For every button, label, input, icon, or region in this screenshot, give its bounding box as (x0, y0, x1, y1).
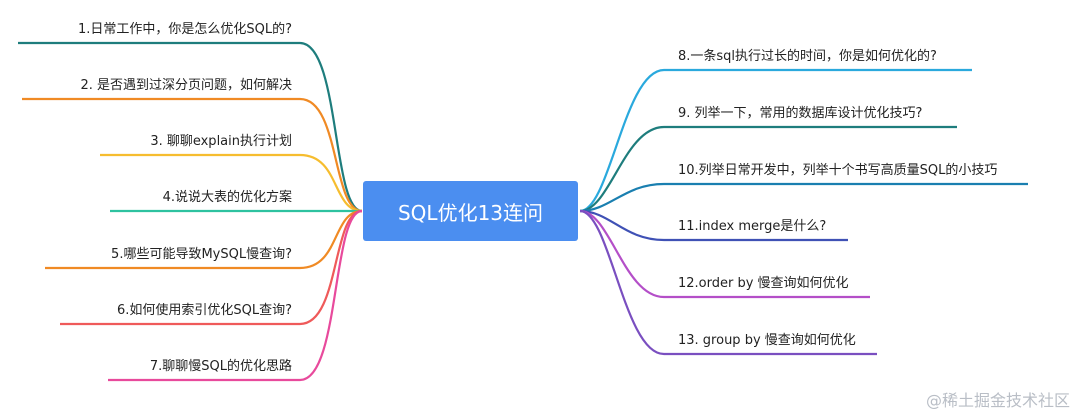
branch-label-right[interactable]: 11.index merge是什么? (678, 219, 827, 234)
branch-label-left[interactable]: 1.日常工作中，你是怎么优化SQL的? (77, 22, 292, 37)
branch-connector-right (579, 125, 957, 213)
branch-label-right[interactable]: 8.一条sql执行过长的时间，你是如何优化的? (678, 49, 937, 64)
branch-label-left[interactable]: 3. 聊聊explain执行计划 (150, 134, 292, 149)
branch-label-left[interactable]: 4.说说大表的优化方案 (162, 190, 292, 205)
center-topic[interactable]: SQL优化13连问 (363, 181, 578, 241)
branch-connector-left (22, 97, 363, 213)
branch-label-left[interactable]: 5.哪些可能导致MySQL慢查询? (111, 247, 292, 262)
branch-connector-right (579, 182, 1028, 213)
branch-label-left[interactable]: 6.如何使用索引优化SQL查询? (116, 303, 292, 318)
center-topic-label: SQL优化13连问 (397, 200, 544, 225)
branch-label-right[interactable]: 10.列举日常开发中，列举十个书写高质量SQL的小技巧 (678, 163, 998, 178)
branch-connector-left (60, 209, 363, 326)
branch-label-left[interactable]: 7.聊聊慢SQL的优化思路 (149, 359, 292, 374)
branch-connector-left (100, 153, 363, 213)
watermark-text: @稀土掘金技术社区 (925, 391, 1070, 410)
branch-connector-left (45, 209, 363, 270)
branch-connector-right (579, 209, 877, 356)
branch-connector-right (579, 68, 972, 213)
branch-label-right[interactable]: 9. 列举一下，常用的数据库设计优化技巧? (678, 106, 923, 121)
branch-connector-left (108, 209, 363, 382)
branch-label-right[interactable]: 12.order by 慢查询如何优化 (678, 276, 849, 291)
watermark: @稀土掘金技术社区 (926, 387, 1070, 411)
branch-label-left[interactable]: 2. 是否遇到过深分页问题，如何解决 (80, 78, 292, 93)
branch-connector-right (579, 209, 848, 242)
branch-connector-right (579, 209, 870, 299)
branch-label-right[interactable]: 13. group by 慢查询如何优化 (678, 333, 856, 348)
branch-connector-left (18, 41, 363, 213)
